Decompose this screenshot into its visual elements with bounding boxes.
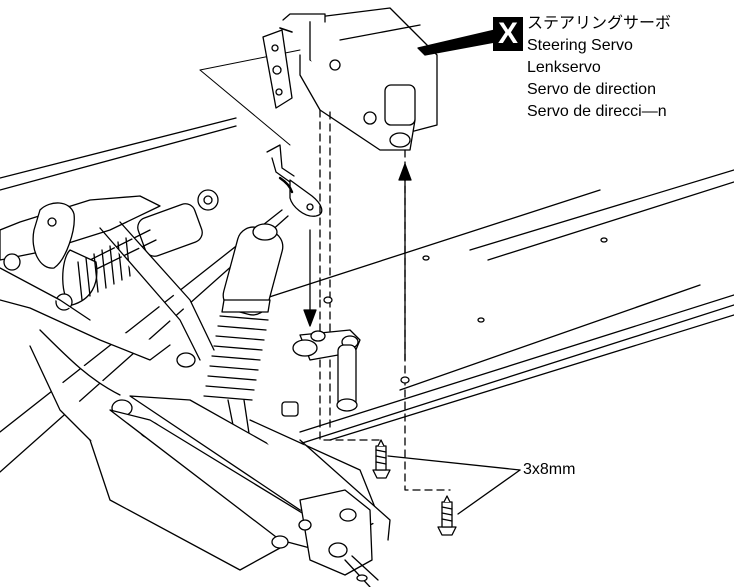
chassis-posts xyxy=(281,296,410,417)
screw xyxy=(372,439,391,479)
screw-size-label: 3x8mm xyxy=(523,461,576,478)
alignment-guides xyxy=(319,109,451,491)
steering-bellcrank xyxy=(292,329,361,412)
servo-label-en: Steering Servo xyxy=(527,37,633,54)
front-knuckle xyxy=(271,489,379,587)
chassis-plate xyxy=(259,169,734,446)
servo-label-fr: Servo de direction xyxy=(527,81,656,98)
screw-size-leaders xyxy=(387,455,521,515)
alignment-arrows xyxy=(303,163,412,361)
rear-shock xyxy=(62,189,219,306)
servo-label-de: Lenkservo xyxy=(527,59,601,76)
servo-leader xyxy=(417,29,496,56)
servo-label-es: Servo de direcci—n xyxy=(527,103,667,120)
steering-servo xyxy=(262,7,438,151)
screw xyxy=(437,495,457,536)
servo-label-jp: ステアリングサーボ xyxy=(527,15,672,32)
steering-link xyxy=(266,144,323,217)
part-marker-badge: X xyxy=(493,17,523,51)
